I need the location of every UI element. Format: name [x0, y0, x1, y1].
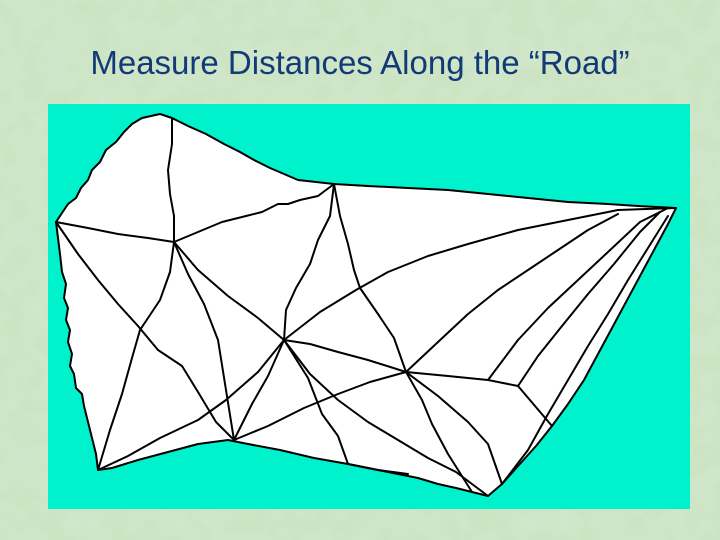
road-segment: [405, 371, 473, 493]
road-segment: [283, 339, 349, 465]
road-segment: [167, 117, 175, 243]
slide-title: Measure Distances Along the “Road”: [90, 44, 630, 81]
road-segment: [55, 221, 175, 243]
diagram-panel: [48, 104, 690, 509]
road-segment: [233, 371, 407, 441]
road-segment: [283, 339, 407, 373]
road-segment: [405, 213, 619, 373]
road-segment: [55, 221, 235, 441]
road-segment: [173, 183, 335, 243]
road-segment: [233, 339, 285, 441]
road-segment: [347, 463, 409, 475]
roads: [55, 117, 677, 497]
road-segment: [283, 207, 677, 341]
road-segment: [97, 241, 175, 471]
road-segment: [283, 183, 335, 341]
road-segment: [173, 241, 235, 441]
road-segment: [501, 215, 669, 485]
road-segment: [173, 241, 285, 341]
road-segment: [283, 339, 489, 497]
road-segment: [517, 211, 661, 387]
road-segment: [97, 339, 285, 471]
road-segment: [487, 207, 669, 381]
road-segment: [405, 371, 503, 485]
road-segment: [333, 183, 407, 373]
region-outline: [55, 113, 677, 497]
road-network-diagram: [48, 104, 690, 509]
